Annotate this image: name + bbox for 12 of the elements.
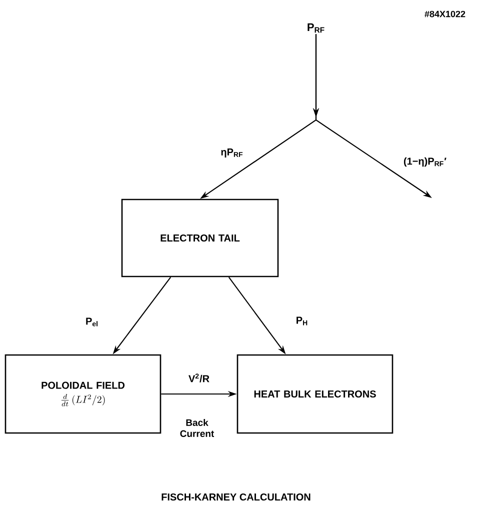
caption: FISCH-KARNEY CALCULATION	[162, 493, 310, 501]
process-box: POLOIDAL FIELD $\frac{d}{dt}\,(LI^{2}/2)$	[4, 354, 162, 434]
note-label: Back Current	[180, 419, 214, 437]
input-label: P$_{RF}$	[308, 23, 324, 33]
process-box: ELECTRON TAIL	[121, 198, 279, 278]
edge-label: P$_{el}$	[86, 318, 98, 326]
edge-label: (1−η)P$_{RF}$′	[404, 157, 446, 167]
edge-label: V$^{2}$/R	[188, 374, 210, 382]
process-box: HEAT BULK ELECTRONS	[236, 354, 394, 434]
edge-label: P$_{H}$	[296, 316, 308, 326]
edge-label: ηP$_{RF}$	[221, 148, 243, 158]
note-label: #84X1022	[424, 10, 466, 18]
